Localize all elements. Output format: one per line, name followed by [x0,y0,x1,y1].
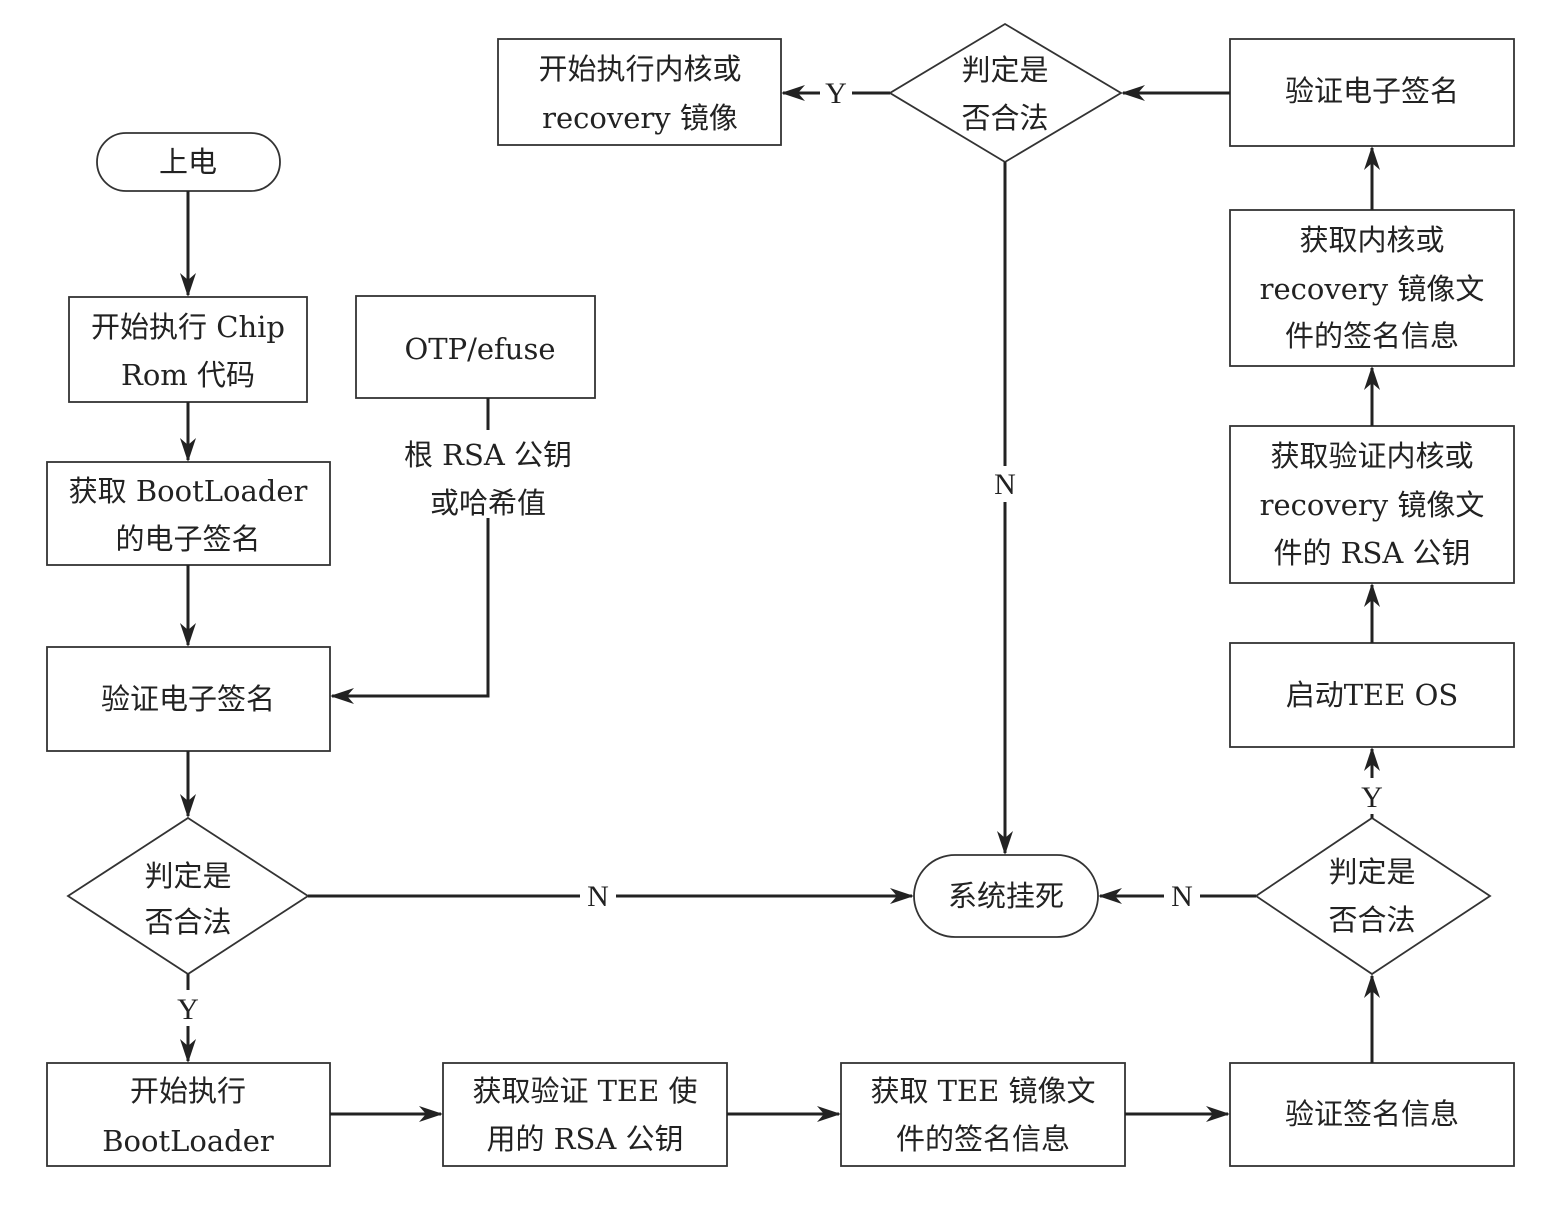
node-exec-bootloader-line-2: BootLoader [102,1124,274,1158]
node-exec-chip-rom-line-1: 开始执行 Chip [91,310,285,344]
node-exec-chip-rom-line-2: Rom 代码 [121,358,255,392]
edge-label-decision-1-yes: Y [177,993,199,1026]
node-system-hang: 系统挂死 [913,854,1099,938]
node-decision-2-line-1: 判定是 [1328,855,1415,889]
node-get-kernel-signature: 获取内核或 recovery 镜像文 件的签名信息 [1229,209,1515,367]
node-exec-kernel-line-1: 开始执行内核或 [538,52,741,86]
node-system-hang-label: 系统挂死 [948,879,1064,913]
node-get-tee-signature-line-1: 获取 TEE 镜像文 [870,1074,1095,1108]
node-exec-kernel: 开始执行内核或 recovery 镜像 [497,38,782,146]
node-decision-1-line-2: 否合法 [144,905,231,939]
node-decision-3-line-1: 判定是 [961,53,1048,87]
edge-label-decision-2-yes: Y [1361,781,1383,814]
node-exec-bootloader-line-1: 开始执行 [130,1074,246,1108]
node-get-kernel-rsa-key: 获取验证内核或 recovery 镜像文 件的 RSA 公钥 [1229,425,1515,584]
node-get-bootloader-signature-line-2: 的电子签名 [115,522,260,556]
node-get-kernel-rsa-key-line-1: 获取验证内核或 [1270,439,1473,473]
node-get-kernel-signature-line-2: recovery 镜像文 [1260,272,1485,306]
node-get-kernel-signature-line-3: 件的签名信息 [1285,319,1459,353]
node-verify-signature-1: 验证电子签名 [46,646,331,752]
node-exec-kernel-line-2: recovery 镜像 [542,101,738,135]
node-exec-bootloader: 开始执行 BootLoader [46,1062,331,1167]
edge-label-decision-2-no: N [1171,880,1193,913]
node-get-tee-rsa-key-line-2: 用的 RSA 公钥 [486,1122,683,1156]
node-get-kernel-signature-line-1: 获取内核或 [1299,223,1444,257]
node-get-kernel-rsa-key-line-3: 件的 RSA 公钥 [1273,536,1470,570]
node-get-tee-signature: 获取 TEE 镜像文 件的签名信息 [840,1062,1126,1167]
node-get-bootloader-signature-line-1: 获取 BootLoader [69,474,308,508]
edge-label-decision-1-no: N [587,880,609,913]
node-get-bootloader-signature: 获取 BootLoader 的电子签名 [46,461,331,566]
node-start-tee-os: 启动TEE OS [1229,642,1515,748]
node-otp-efuse-label: OTP/efuse [404,332,555,366]
node-decision-1: 判定是 否合法 [66,816,310,976]
node-decision-2: 判定是 否合法 [1254,816,1492,976]
node-start-tee-os-label: 启动TEE OS [1286,678,1459,712]
node-exec-chip-rom: 开始执行 Chip Rom 代码 [68,296,308,403]
node-get-tee-rsa-key-line-1: 获取验证 TEE 使 [472,1074,697,1108]
edge-label-root-rsa-line-1: 根 RSA 公钥 [404,438,572,472]
node-get-kernel-rsa-key-line-2: recovery 镜像文 [1260,488,1485,522]
node-get-tee-signature-line-2: 件的签名信息 [896,1122,1070,1156]
node-decision-3: 判定是 否合法 [888,22,1123,164]
node-verify-signature-2-label: 验证电子签名 [1285,74,1459,108]
node-verify-signature-2: 验证电子签名 [1229,38,1515,147]
node-get-tee-rsa-key: 获取验证 TEE 使 用的 RSA 公钥 [442,1062,728,1167]
node-decision-1-line-1: 判定是 [144,859,231,893]
node-decision-2-line-2: 否合法 [1328,903,1415,937]
node-decision-3-line-2: 否合法 [961,101,1048,135]
edge-label-decision-3-yes: Y [825,77,847,110]
node-verify-signature-1-label: 验证电子签名 [101,682,275,716]
node-verify-signature-info: 验证签名信息 [1229,1062,1515,1167]
edge-otp-to-verify [330,518,490,704]
node-power-on-label: 上电 [159,145,217,179]
edge-label-decision-3-no: N [994,468,1016,501]
edge-label-root-rsa-line-2: 或哈希值 [430,486,546,520]
node-otp-efuse: OTP/efuse [355,295,596,399]
node-verify-signature-info-label: 验证签名信息 [1285,1097,1459,1131]
node-power-on: 上电 [96,132,281,192]
